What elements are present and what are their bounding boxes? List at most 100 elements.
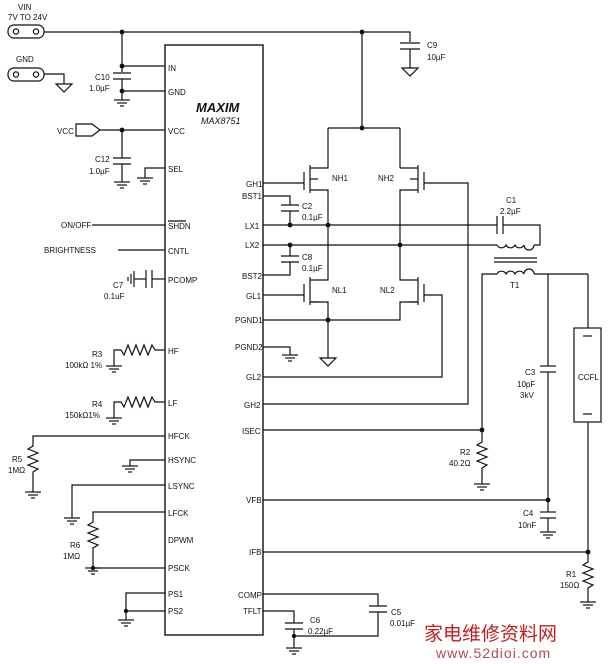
c7-capacitor: C7 0.1uF — [104, 270, 165, 301]
svg-text:C6: C6 — [310, 616, 321, 625]
sel-ground — [137, 167, 165, 185]
pin-lx1: LX1 — [245, 222, 260, 231]
svg-text:0.01µF: 0.01µF — [390, 619, 415, 628]
t1-transformer: T1 — [481, 243, 549, 430]
watermark-cn: 家电维修资料网 — [424, 623, 557, 645]
r4-resistor: R4 150kΩ1% — [65, 395, 165, 425]
pin-hf: HF — [168, 347, 179, 356]
vin-connector: VIN 7V TO 24V — [7, 3, 48, 39]
pin-gnd: GND — [168, 88, 186, 97]
vin-range: 7V TO 24V — [8, 13, 48, 22]
svg-text:3kV: 3kV — [520, 391, 534, 400]
pin-bst2: BST2 — [242, 272, 263, 281]
svg-text:0.22µF: 0.22µF — [308, 627, 333, 636]
svg-text:1.0µF: 1.0µF — [89, 84, 110, 93]
svg-text:C5: C5 — [391, 608, 402, 617]
pin-in: IN — [168, 64, 176, 73]
pin-ps1: PS1 — [168, 590, 184, 599]
svg-text:NH2: NH2 — [378, 174, 395, 183]
vin-rail — [44, 31, 411, 42]
right-pin-labels: GH1 BST1 LX1 LX2 BST2 GL1 PGND1 PGND2 GL… — [235, 180, 263, 616]
pin-vfb: VFB — [246, 496, 262, 505]
c4-capacitor: C4 10nF — [263, 497, 556, 539]
pin-ps2: PS2 — [168, 607, 184, 616]
ccfl-lamp: CCFL — [548, 273, 602, 552]
svg-text:C10: C10 — [95, 73, 110, 82]
svg-text:10nF: 10nF — [518, 521, 536, 530]
lsync-ground — [64, 484, 165, 525]
nh1-mosfet: NH1 — [263, 163, 349, 225]
pin-gh1: GH1 — [246, 180, 263, 189]
svg-text:NL2: NL2 — [380, 286, 395, 295]
svg-text:NH1: NH1 — [332, 174, 349, 183]
nh2-mosfet: NH2 — [263, 163, 469, 405]
pin-comp: COMP — [238, 591, 262, 600]
brightness-label: BRIGHTNESS — [44, 246, 96, 255]
svg-text:R5: R5 — [12, 455, 23, 464]
svg-text:40.2Ω: 40.2Ω — [449, 459, 471, 468]
svg-text:C12: C12 — [95, 155, 110, 164]
r2-resistor: R2 40.2Ω — [263, 427, 490, 491]
pin-pgnd2: PGND2 — [235, 343, 263, 352]
svg-text:CCFL: CCFL — [578, 373, 599, 382]
svg-text:C8: C8 — [302, 253, 313, 262]
pin-lf: LF — [168, 399, 177, 408]
gnd-connector: GND — [7, 55, 74, 93]
r6-resistor: R6 1MΩ — [63, 511, 165, 575]
c1-capacitor: C1 2.2µF — [496, 196, 541, 246]
svg-text:C4: C4 — [523, 509, 534, 518]
watermark-url: www.52dioi.com — [435, 645, 551, 661]
pin-pcomp: PCOMP — [168, 276, 197, 285]
svg-text:R4: R4 — [92, 400, 103, 409]
c9-capacitor: C9 10µF — [400, 41, 446, 77]
pin-dpwm: DPWM — [168, 536, 194, 545]
pin-sel: SEL — [168, 165, 184, 174]
svg-text:C7: C7 — [113, 281, 124, 290]
c10-capacitor: C10 1.0µF — [89, 66, 165, 107]
pin-lsync: LSYNC — [168, 482, 195, 491]
svg-text:R3: R3 — [92, 350, 103, 359]
pin-gl2: GL2 — [246, 373, 262, 382]
pin-hsync: HSYNC — [168, 456, 196, 465]
pin-hfck: HFCK — [168, 432, 190, 441]
pin-bst1: BST1 — [242, 192, 263, 201]
c3-capacitor: C3 10pF 3kV — [517, 298, 556, 500]
nl2-mosfet: NL2 — [263, 245, 443, 378]
r1-resistor: R1 150Ω — [263, 549, 596, 609]
svg-text:C9: C9 — [427, 41, 438, 50]
svg-text:C2: C2 — [302, 202, 313, 211]
c12-capacitor: C12 1.0µF — [89, 130, 131, 189]
svg-text:100kΩ 1%: 100kΩ 1% — [65, 361, 102, 370]
vcc-input: VCC — [57, 123, 165, 137]
svg-text:0.1µF: 0.1µF — [302, 213, 323, 222]
svg-text:0.1µF: 0.1µF — [302, 264, 323, 273]
pin-lfck: LFCK — [168, 509, 189, 518]
svg-text:T1: T1 — [510, 281, 520, 290]
left-pin-labels: IN GND VCC SEL SHDN CNTL PCOMP HF LF HFC… — [168, 64, 197, 616]
r5-resistor: R5 1MΩ — [8, 435, 165, 499]
chip-logo: MAXIM — [196, 100, 241, 115]
chip-part: MAX8751 — [201, 116, 241, 126]
c5-capacitor: C5 0.01µF — [263, 593, 415, 639]
pin-ifb: IFB — [249, 548, 261, 557]
svg-text:1.0µF: 1.0µF — [89, 167, 110, 176]
svg-text:150Ω: 150Ω — [560, 581, 579, 590]
svg-text:10µF: 10µF — [427, 53, 446, 62]
c8-capacitor: C8 0.1µF — [263, 245, 323, 276]
vcc-label: VCC — [57, 127, 74, 136]
svg-text:R6: R6 — [70, 541, 81, 550]
pin-gh2: GH2 — [244, 401, 261, 410]
c6-capacitor: C6 0.22µF — [263, 610, 333, 655]
pin-cntl: CNTL — [168, 247, 189, 256]
pin-psck: PSCK — [168, 564, 190, 573]
pin-gl1: GL1 — [246, 292, 262, 301]
ps-ground — [118, 592, 165, 627]
pin-pgnd1: PGND1 — [235, 316, 263, 325]
svg-text:NL1: NL1 — [332, 286, 347, 295]
vin-label: VIN — [18, 3, 32, 12]
pin-lx2: LX2 — [245, 241, 260, 250]
svg-text:C3: C3 — [525, 368, 536, 377]
svg-text:150kΩ1%: 150kΩ1% — [65, 411, 100, 420]
hsync-ground — [122, 459, 165, 473]
pin-vcc: VCC — [168, 127, 185, 136]
